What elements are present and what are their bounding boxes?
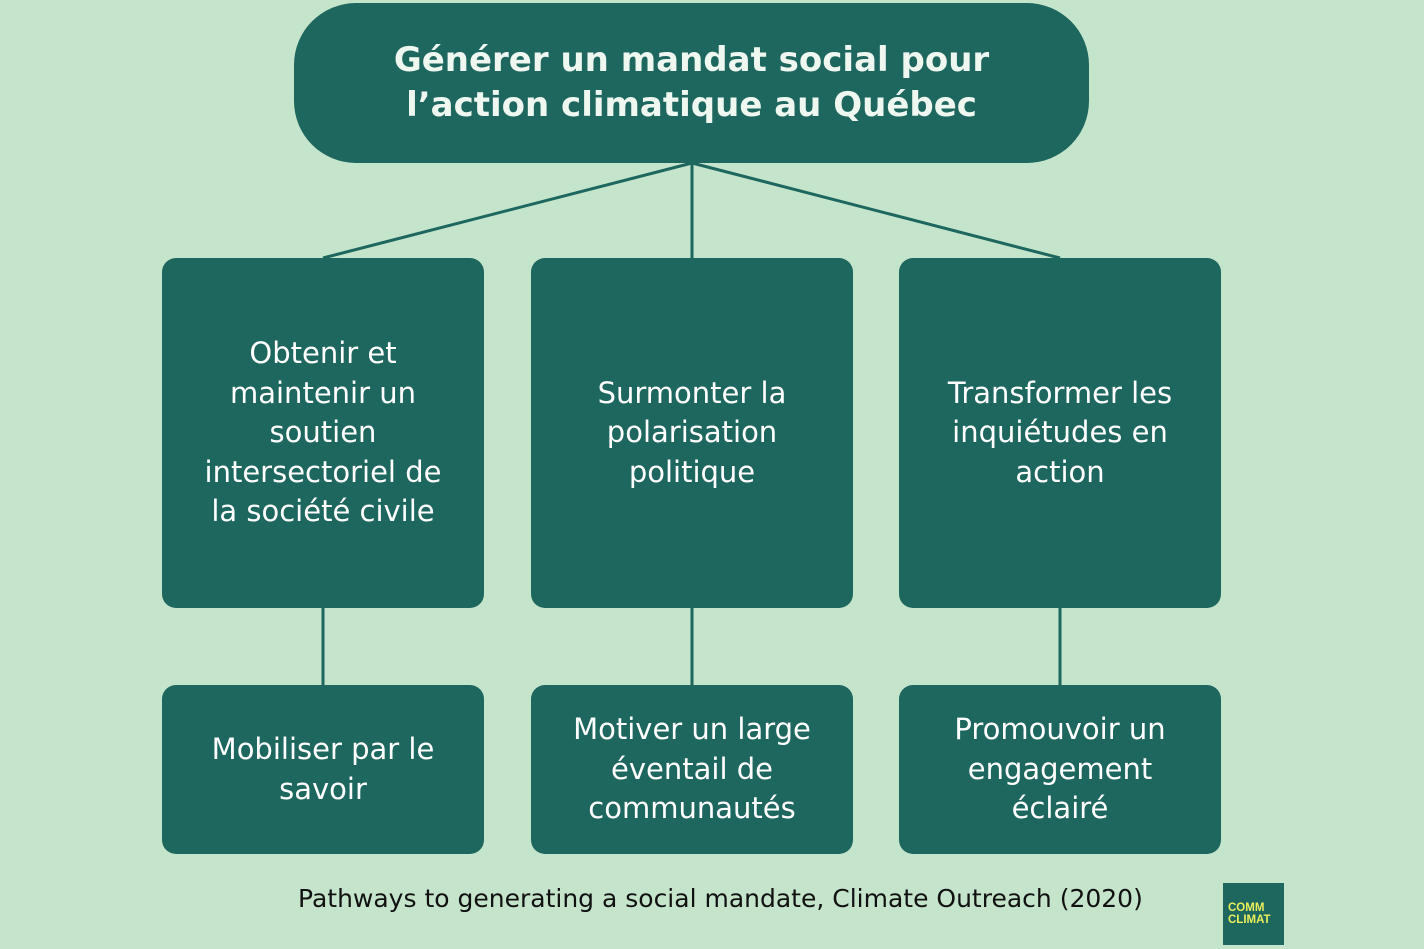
logo-line-1: COMM (1228, 902, 1265, 914)
root-node: Générer un mandat social pour l’action c… (294, 3, 1089, 163)
strategy-node-label: Promouvoir un engagement éclairé (954, 712, 1166, 826)
strategy-node-label: Motiver un large éventail de communautés (573, 712, 811, 826)
strategy-node-1: Mobiliser par le savoir (162, 685, 484, 854)
strategy-node-3: Promouvoir un engagement éclairé (899, 685, 1221, 854)
goal-node-label: Surmonter la polarisation politique (597, 375, 787, 489)
goal-node-label: Transformer les inquiétudes en action (947, 375, 1173, 489)
goal-node-1: Obtenir et maintenir un soutien intersec… (162, 258, 484, 608)
comm-climat-logo: COMM CLIMAT (1223, 883, 1284, 945)
source-caption: Pathways to generating a social mandate,… (298, 884, 1143, 913)
goal-node-2: Surmonter la polarisation politique (531, 258, 853, 608)
goal-node-label: Obtenir et maintenir un soutien intersec… (204, 336, 442, 529)
strategy-node-label: Mobiliser par le savoir (211, 732, 435, 806)
strategy-node-2: Motiver un large éventail de communautés (531, 685, 853, 854)
connector-root-to-goal-3 (691, 161, 1061, 260)
logo-line-2: CLIMAT (1228, 914, 1271, 926)
root-node-label: Générer un mandat social pour l’action c… (393, 40, 990, 125)
connector-root-to-goal-1 (322, 161, 693, 260)
goal-node-3: Transformer les inquiétudes en action (899, 258, 1221, 608)
